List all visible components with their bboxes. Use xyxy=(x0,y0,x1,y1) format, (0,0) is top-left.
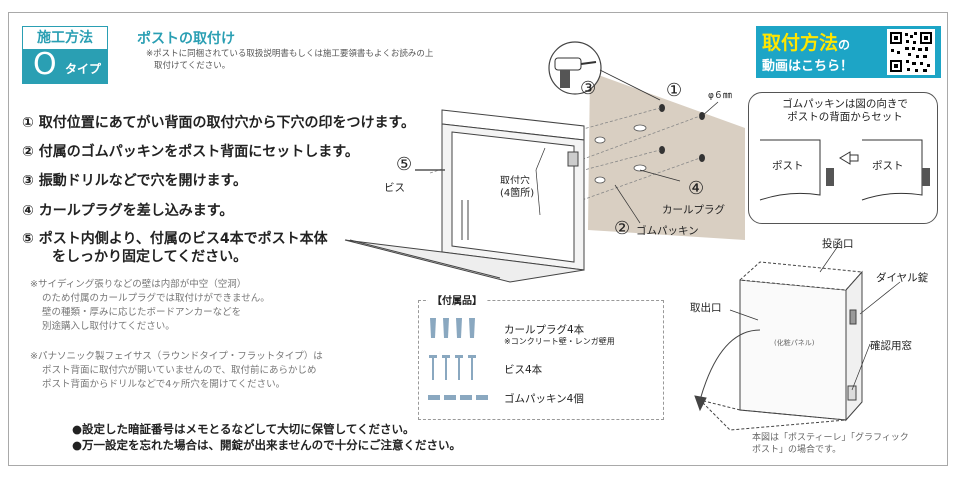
post-closed-drawing xyxy=(694,261,864,431)
caution-siding: ※サイディング張りなどの壁は内部が中空（空洞） のため付属のカールプラグでは取付… xyxy=(30,278,400,334)
caution-line: 別途購入し取付けてください。 xyxy=(42,321,175,332)
diagram-holes-label: 取付穴 xyxy=(500,172,530,187)
qr-code-icon[interactable] xyxy=(887,29,935,75)
caution-line: 壁の種類・厚みに応じたボードアンカーなどを xyxy=(42,307,242,318)
footnote: 本図は「ポスティーレ」「グラフィック ポスト」の場合です。 xyxy=(752,432,942,456)
footnote-line-1: 本図は「ポスティーレ」「グラフィック xyxy=(752,433,909,443)
method-badge: 施工方法 O タイプ xyxy=(22,26,108,84)
post-open-drawing xyxy=(344,109,585,283)
header-note-line-2: 取付けてください。 xyxy=(154,61,231,71)
callout-post-right: ポスト xyxy=(872,160,904,172)
post-insert-label: 投函口 xyxy=(822,238,854,250)
step-1: ① 取付位置にあてがい背面の取付穴から下穴の印をつけます。 xyxy=(22,115,416,131)
caution-line: のため付属のカールプラグでは取付けができません。 xyxy=(42,293,270,304)
badge-heading: 施工方法 xyxy=(37,30,93,46)
badge-type-block: O タイプ xyxy=(23,47,107,83)
step-2: ② 付属のゴムパッキンをポスト背面にセットします。 xyxy=(22,144,359,160)
callout-line-2: ポストの背面からセット xyxy=(787,111,903,123)
promo-big: 取付方法 xyxy=(762,32,839,54)
accessories-box xyxy=(418,300,664,420)
post-window-label: 確認用窓 xyxy=(870,340,912,352)
diagram-num-4: ④ xyxy=(688,178,705,199)
post-outlet-label: 取出口 xyxy=(690,302,722,314)
diagram-rubber-label: ゴムパッキン xyxy=(636,225,699,237)
step-3: ③ 振動ドリルなどで穴を開けます。 xyxy=(22,173,248,189)
step-5: ⑤ ポスト内側より、付属のビス4本でポスト本体 xyxy=(22,231,328,247)
diagram-num-3: ③ xyxy=(580,78,597,99)
post-panel-label: (化粧パネル) xyxy=(774,339,815,347)
accessories-title: 【付属品】 xyxy=(428,292,486,307)
step-4: ④ カールプラグを差し込みます。 xyxy=(22,203,234,219)
bullet-forget-warning: ●万一設定を忘れた場合は、開錠が出来ませんので十分にご注意ください。 xyxy=(72,438,461,452)
callout-post-left: ポスト xyxy=(772,160,804,172)
accessory-sub-curl-plug: ※コンクリート壁・レンガ壁用 xyxy=(504,337,615,346)
bullet-keep-code: ●設定した暗証番号はメモとるなどして大切に保管してください。 xyxy=(72,422,415,436)
content-frame xyxy=(8,12,948,466)
badge-letter: O xyxy=(33,47,57,82)
diagram-num-2: ② xyxy=(614,218,631,239)
page-title: ポストの取付け xyxy=(137,31,235,47)
caution-line: ※パナソニック製フェイサス（ラウンドタイプ・フラットタイプ）は xyxy=(30,351,323,362)
wall-shape xyxy=(588,72,745,240)
post-dial-label: ダイヤル錠 xyxy=(876,272,929,284)
callout-line-1: ゴムパッキンは図の向きで xyxy=(782,98,908,110)
accessory-label-rubber: ゴムパッキン4個 xyxy=(504,393,584,405)
diagram-num-1: ① xyxy=(666,80,683,101)
footnote-line-2: ポスト」の場合です。 xyxy=(752,445,842,455)
accessory-label-curl-plug: カールプラグ4本 xyxy=(504,324,585,336)
video-promo-banner[interactable]: 取付方法の 動画はこちら！ xyxy=(756,26,941,78)
header-note: ※ポストに同梱されている取扱説明書もしくは施工要領書もよくお読みの上 取付けてく… xyxy=(146,48,526,72)
packing-callout-drawing xyxy=(759,139,930,201)
promo-line-2: 動画はこちら！ xyxy=(762,59,854,74)
caution-line: ポスト背面に取付穴が開いていませんので、取付前にあらかじめ xyxy=(42,365,317,376)
header-note-line-1: ※ポストに同梱されている取扱説明書もしくは施工要領書もよくお読みの上 xyxy=(146,49,434,59)
badge-type: タイプ xyxy=(65,62,102,76)
diagram-num-5: ⑤ xyxy=(396,154,413,175)
diagram-curl-plug-label: カールプラグ xyxy=(662,204,725,216)
promo-small: の xyxy=(838,38,851,52)
diagram-screw-label: ビス xyxy=(384,182,405,194)
diagram-holes-count: (4箇所) xyxy=(500,184,535,199)
packing-callout xyxy=(748,92,938,224)
step-5-line-2: をしっかり固定してください。 xyxy=(52,249,248,265)
diagram-diameter: φ６㎜ xyxy=(708,91,732,101)
accessory-label-screw: ビス4本 xyxy=(504,364,543,376)
packing-callout-text: ゴムパッキンは図の向きで ポストの背面からセット xyxy=(760,98,930,124)
caution-line: ポスト背面からドリルなどで4ヶ所穴を開けてください。 xyxy=(42,379,286,390)
drill-icon xyxy=(548,41,602,95)
promo-line-1: 取付方法の xyxy=(762,28,850,55)
caution-line: ※サイディング張りなどの壁は内部が中空（空洞） xyxy=(30,279,247,290)
caution-panasonic: ※パナソニック製フェイサス（ラウンドタイプ・フラットタイプ）は ポスト背面に取付… xyxy=(30,350,410,392)
